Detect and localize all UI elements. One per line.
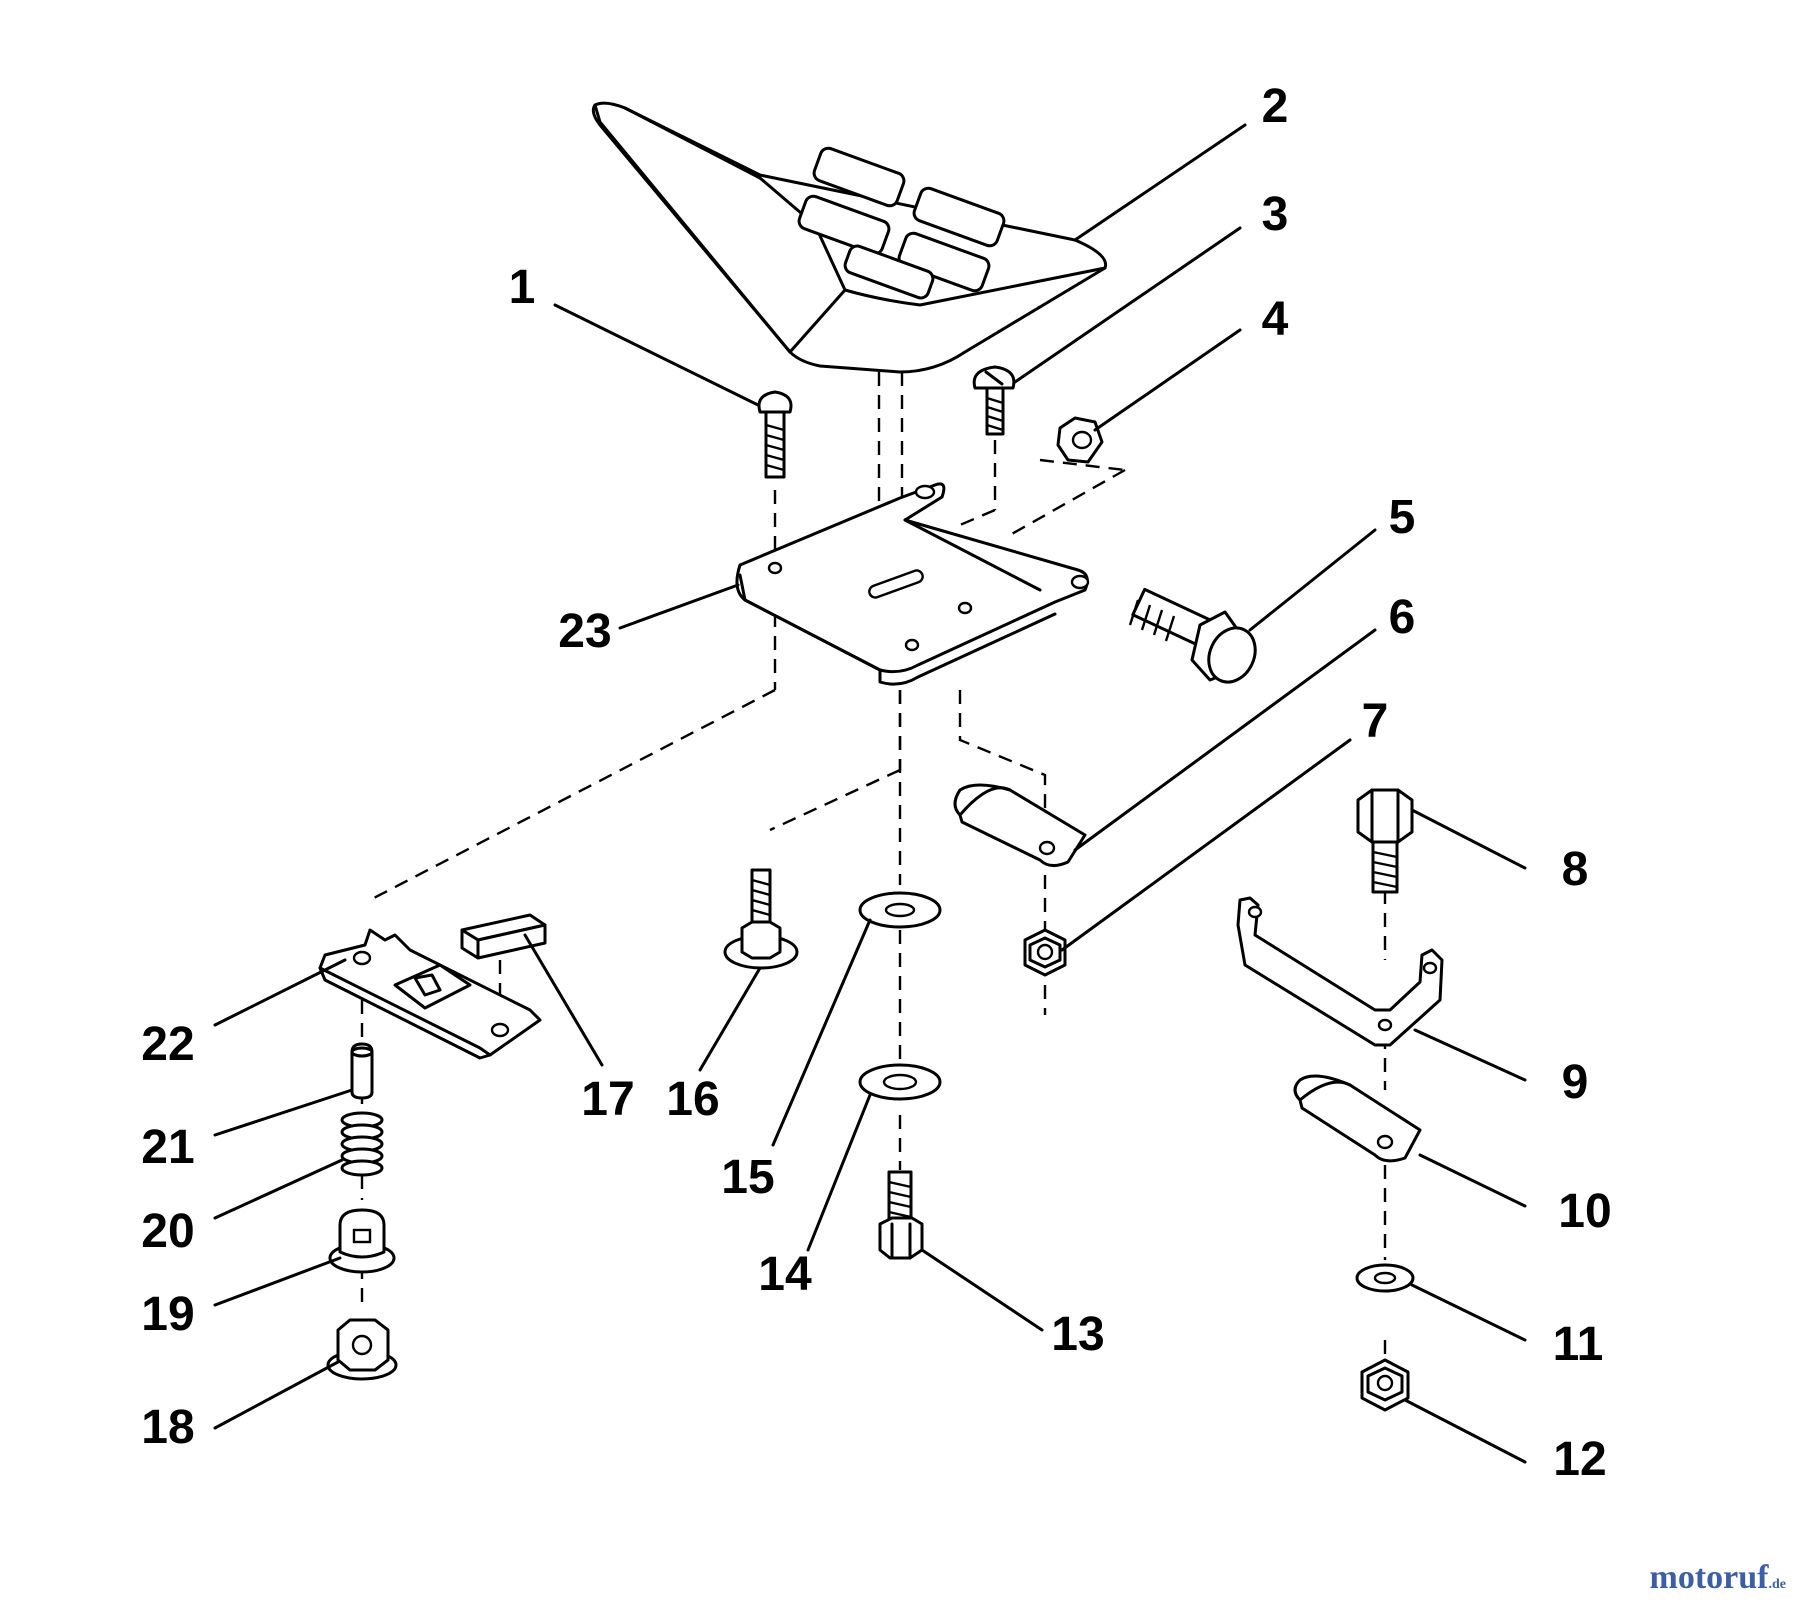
leader-22 <box>213 958 347 1027</box>
shoulder-bolt <box>1128 587 1257 684</box>
seat-mounting-plate <box>735 482 1090 686</box>
watermark-tld: .de <box>1768 1577 1787 1592</box>
hex-nut-top <box>1056 416 1104 464</box>
watermark-text: motoruf <box>1649 1559 1769 1596</box>
callout-5: 5 <box>1388 491 1416 544</box>
guide-nut-4-b <box>1009 468 1126 537</box>
callout-7: 7 <box>1361 695 1389 748</box>
guide-bolt-3-b <box>959 508 996 527</box>
guide-nut-4 <box>1039 458 1126 472</box>
callout-18: 18 <box>141 1401 195 1454</box>
callout-17: 17 <box>581 1073 635 1126</box>
callout-3: 3 <box>1261 188 1289 241</box>
bracket-right <box>1236 896 1444 1047</box>
callout-21: 21 <box>141 1121 195 1174</box>
leader-21 <box>213 1088 354 1137</box>
callout-12: 12 <box>1553 1433 1607 1486</box>
leader-12 <box>1403 1398 1527 1464</box>
guide-to-track <box>369 688 776 902</box>
hex-bolt-center <box>878 1170 924 1260</box>
callout-9: 9 <box>1561 1056 1589 1109</box>
callout-16: 16 <box>666 1073 720 1126</box>
rubber-block <box>460 913 547 960</box>
leader-9 <box>1413 1028 1527 1082</box>
leader-6 <box>1073 628 1377 852</box>
hex-bolt-right <box>1356 788 1414 894</box>
leader-7 <box>1060 738 1352 952</box>
clamp-right <box>1293 1074 1422 1163</box>
callout-14: 14 <box>758 1248 812 1301</box>
leader-16 <box>698 966 762 1072</box>
carriage-bolt <box>757 390 793 479</box>
leader-5 <box>1248 528 1377 632</box>
leader-14 <box>806 1093 872 1252</box>
assembly-guide-lines <box>360 372 1387 1380</box>
seat-track <box>318 928 542 1060</box>
flange-nut <box>326 1318 398 1381</box>
callout-20: 20 <box>141 1205 195 1258</box>
cap-nut <box>328 1208 396 1274</box>
leader-23 <box>618 583 740 630</box>
lock-nut-right <box>1360 1358 1410 1412</box>
guide-to-bolt-16 <box>769 768 901 832</box>
callout-6: 6 <box>1388 591 1416 644</box>
leader-8 <box>1410 808 1527 870</box>
callout-1: 1 <box>508 261 536 314</box>
callout-11: 11 <box>1552 1318 1604 1371</box>
seat <box>591 101 1108 374</box>
callout-13: 13 <box>1051 1308 1105 1361</box>
watermark-logo: motoruf.de <box>1650 1561 1786 1595</box>
washer-right <box>1355 1263 1415 1293</box>
flat-washer-center <box>858 891 942 929</box>
callout-4: 4 <box>1261 293 1289 346</box>
callout-22: 22 <box>141 1018 195 1071</box>
pin <box>350 1042 374 1100</box>
lock-nut-center <box>1023 928 1067 977</box>
leader-2 <box>1073 123 1247 242</box>
callout-19: 19 <box>141 1288 195 1341</box>
leader-15 <box>771 918 872 1147</box>
clamp-upper <box>953 783 1087 867</box>
leader-10 <box>1418 1153 1527 1208</box>
callout-15: 15 <box>721 1151 775 1204</box>
leader-1 <box>553 303 760 407</box>
guide-clamp-6 <box>958 690 1047 850</box>
callout-8: 8 <box>1561 843 1589 896</box>
callout-2: 2 <box>1261 80 1289 133</box>
callout-10: 10 <box>1558 1185 1612 1238</box>
callout-23: 23 <box>558 605 612 658</box>
leader-20 <box>213 1158 344 1220</box>
leader-13 <box>920 1248 1044 1332</box>
flange-bolt <box>723 868 799 970</box>
leader-4 <box>1093 328 1242 432</box>
round-head-bolt <box>972 365 1016 436</box>
leader-18 <box>213 1360 340 1430</box>
leader-19 <box>213 1256 342 1307</box>
spring <box>340 1111 384 1177</box>
lock-washer-center <box>858 1063 942 1101</box>
leader-lines <box>213 123 1527 1464</box>
leader-3 <box>1013 226 1242 384</box>
leader-17 <box>523 933 604 1067</box>
leader-11 <box>1410 1283 1527 1342</box>
